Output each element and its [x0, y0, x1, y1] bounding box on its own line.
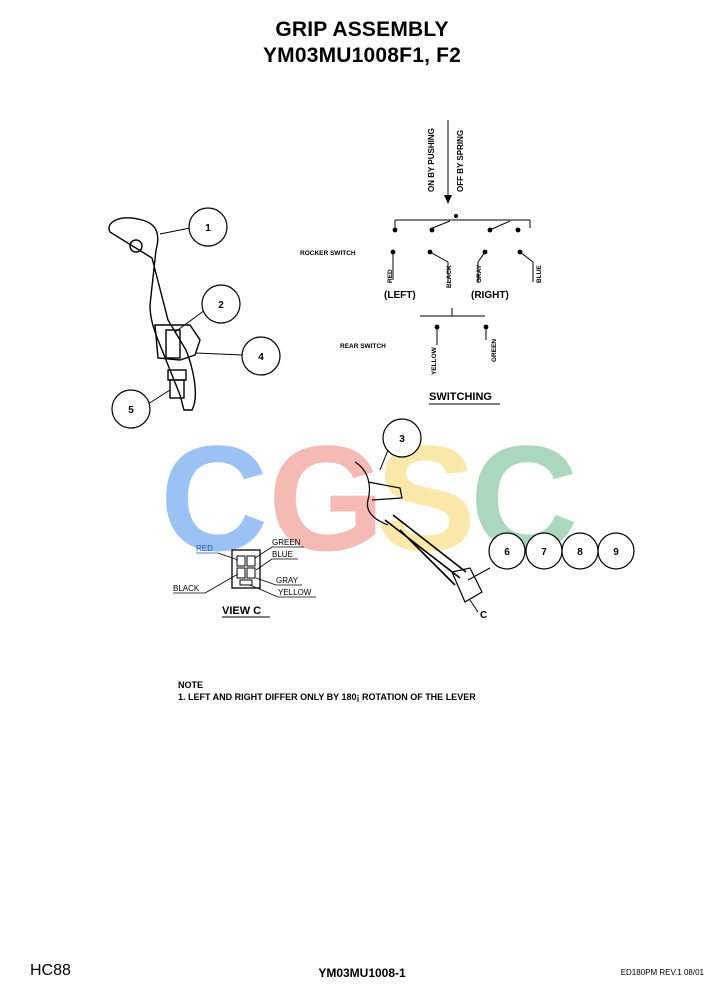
view-c-pointer-label: C: [480, 610, 487, 621]
callout-1: [188, 207, 228, 247]
note-heading: NOTE: [178, 680, 204, 690]
view-c-title: VIEW C: [222, 605, 261, 617]
switch-housing: [154, 324, 201, 361]
callout-1-label: 1: [205, 223, 211, 234]
wire-yellow-label: YELLOW: [431, 346, 438, 375]
pin-black-label: BLACK: [173, 584, 200, 593]
callout-5-label: 5: [128, 405, 134, 416]
switching-title: SWITCHING: [429, 391, 492, 403]
callout-3: [382, 418, 422, 458]
callout-8-label: 8: [577, 547, 583, 558]
lever-body: [108, 217, 197, 411]
callout-3-label: 3: [399, 434, 405, 445]
callout-9-label: 9: [613, 547, 619, 558]
wire-black-label: BLACK: [446, 265, 453, 288]
wire-red-label: RED: [387, 269, 394, 283]
watermark-letter-g: G: [268, 414, 385, 582]
callout-6: [488, 532, 526, 570]
lever-hole: [129, 239, 143, 253]
wire-green-label: GREEN: [491, 339, 498, 362]
note-line-1: 1. LEFT AND RIGHT DIFFER ONLY BY 180¡ RO…: [178, 692, 476, 702]
lever-lower-part: [354, 461, 389, 526]
pin-blue-label: BLUE: [272, 550, 293, 559]
left-label: (LEFT): [384, 290, 416, 301]
lever-drawing: [108, 217, 201, 411]
callout-7-label: 7: [541, 547, 547, 558]
connector-body: [451, 567, 483, 603]
on-by-pushing-label: ON BY PUSHING: [427, 128, 436, 192]
nut-body: [169, 379, 185, 399]
pin-yellow-label: YELLOW: [278, 588, 312, 597]
wire-gray-label: GRAY: [476, 264, 483, 283]
view-c-detail: RED GREEN BLUE BLACK GRAY YELLOW VIEW C: [173, 538, 316, 618]
cable-assembly: 3 C: [354, 418, 491, 621]
model-number: YM03MU1008F1, F2: [262, 44, 462, 67]
callout-2: [201, 284, 241, 324]
off-by-spring-label: OFF BY SPRING: [456, 130, 465, 192]
callout-4-label: 4: [258, 352, 264, 363]
connector-face: [231, 549, 261, 589]
pin-red-label: RED: [196, 544, 213, 553]
wire-blue-label: BLUE: [536, 265, 543, 283]
switching-schematic: ON BY PUSHING OFF BY SPRING ROCKER SWITC…: [300, 120, 543, 405]
page-title: GRIP ASSEMBLY: [275, 18, 449, 41]
callout-4: [241, 336, 281, 376]
switch-button: [165, 329, 181, 359]
rocker-switch-label: ROCKER SWITCH: [300, 250, 356, 257]
callouts-left: 1 2 4 5: [111, 207, 281, 429]
bracket: [367, 481, 403, 501]
right-label: (RIGHT): [471, 290, 509, 301]
wire-harness: [384, 514, 467, 586]
footer-part-number: YM03MU1008-1: [318, 966, 406, 980]
footer-left-code: HC88: [30, 962, 71, 979]
callout-6-label: 6: [504, 547, 510, 558]
rear-switch-label: REAR SWITCH: [340, 343, 386, 350]
pin-green-label: GREEN: [272, 538, 301, 547]
callouts-right: 6 7 8 9: [488, 532, 635, 570]
callout-5: [111, 389, 151, 429]
footer-revision: ED180PM REV.1 08/01: [620, 968, 704, 977]
watermark: C G S C: [160, 414, 578, 582]
callout-9: [597, 532, 635, 570]
callout-2-label: 2: [218, 300, 224, 311]
pin-gray-label: GRAY: [276, 576, 299, 585]
